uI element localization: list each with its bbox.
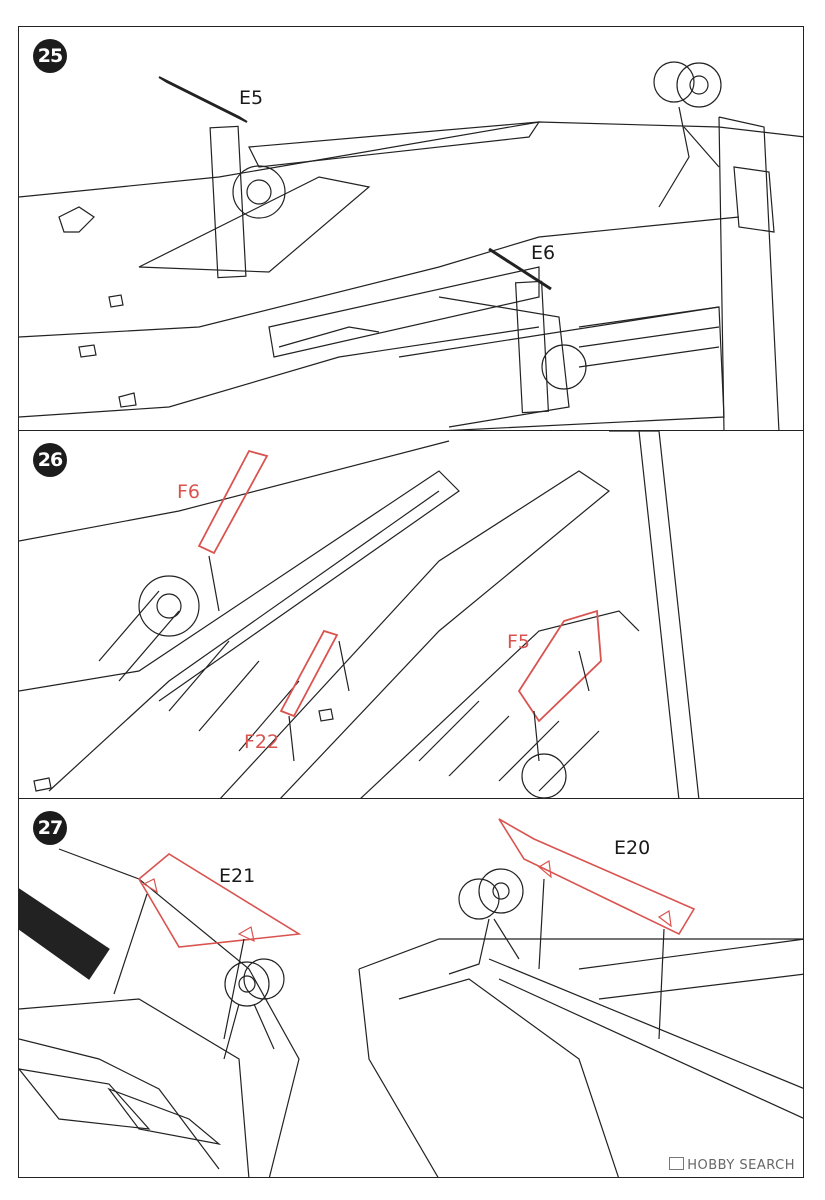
step-26-panel: 26 F6 F22 F5	[18, 430, 804, 799]
watermark-text: HOBBY SEARCH	[687, 1158, 795, 1173]
part-label-e5: E5	[239, 87, 264, 109]
part-label-f6: F6	[177, 481, 201, 503]
step-27-illustration	[19, 818, 803, 1177]
step-27-panel: 27 E21 E20 HOBBY SEARCH	[18, 798, 804, 1178]
step-25-illustration	[19, 61, 803, 430]
watermark: HOBBY SEARCH	[669, 1157, 795, 1173]
step-25-panel: 25 E5 E6	[18, 26, 804, 431]
part-label-f22: F22	[244, 731, 280, 753]
step-26-illustration	[19, 431, 700, 798]
step-25-badge: 25	[33, 39, 67, 73]
part-label-e20: E20	[614, 837, 651, 859]
part-label-e21: E21	[219, 865, 256, 887]
step-27-badge: 27	[33, 811, 67, 845]
part-label-e6: E6	[531, 242, 556, 264]
part-label-f5: F5	[507, 631, 531, 653]
logo-box-icon	[669, 1157, 685, 1170]
step-26-badge: 26	[33, 443, 67, 477]
